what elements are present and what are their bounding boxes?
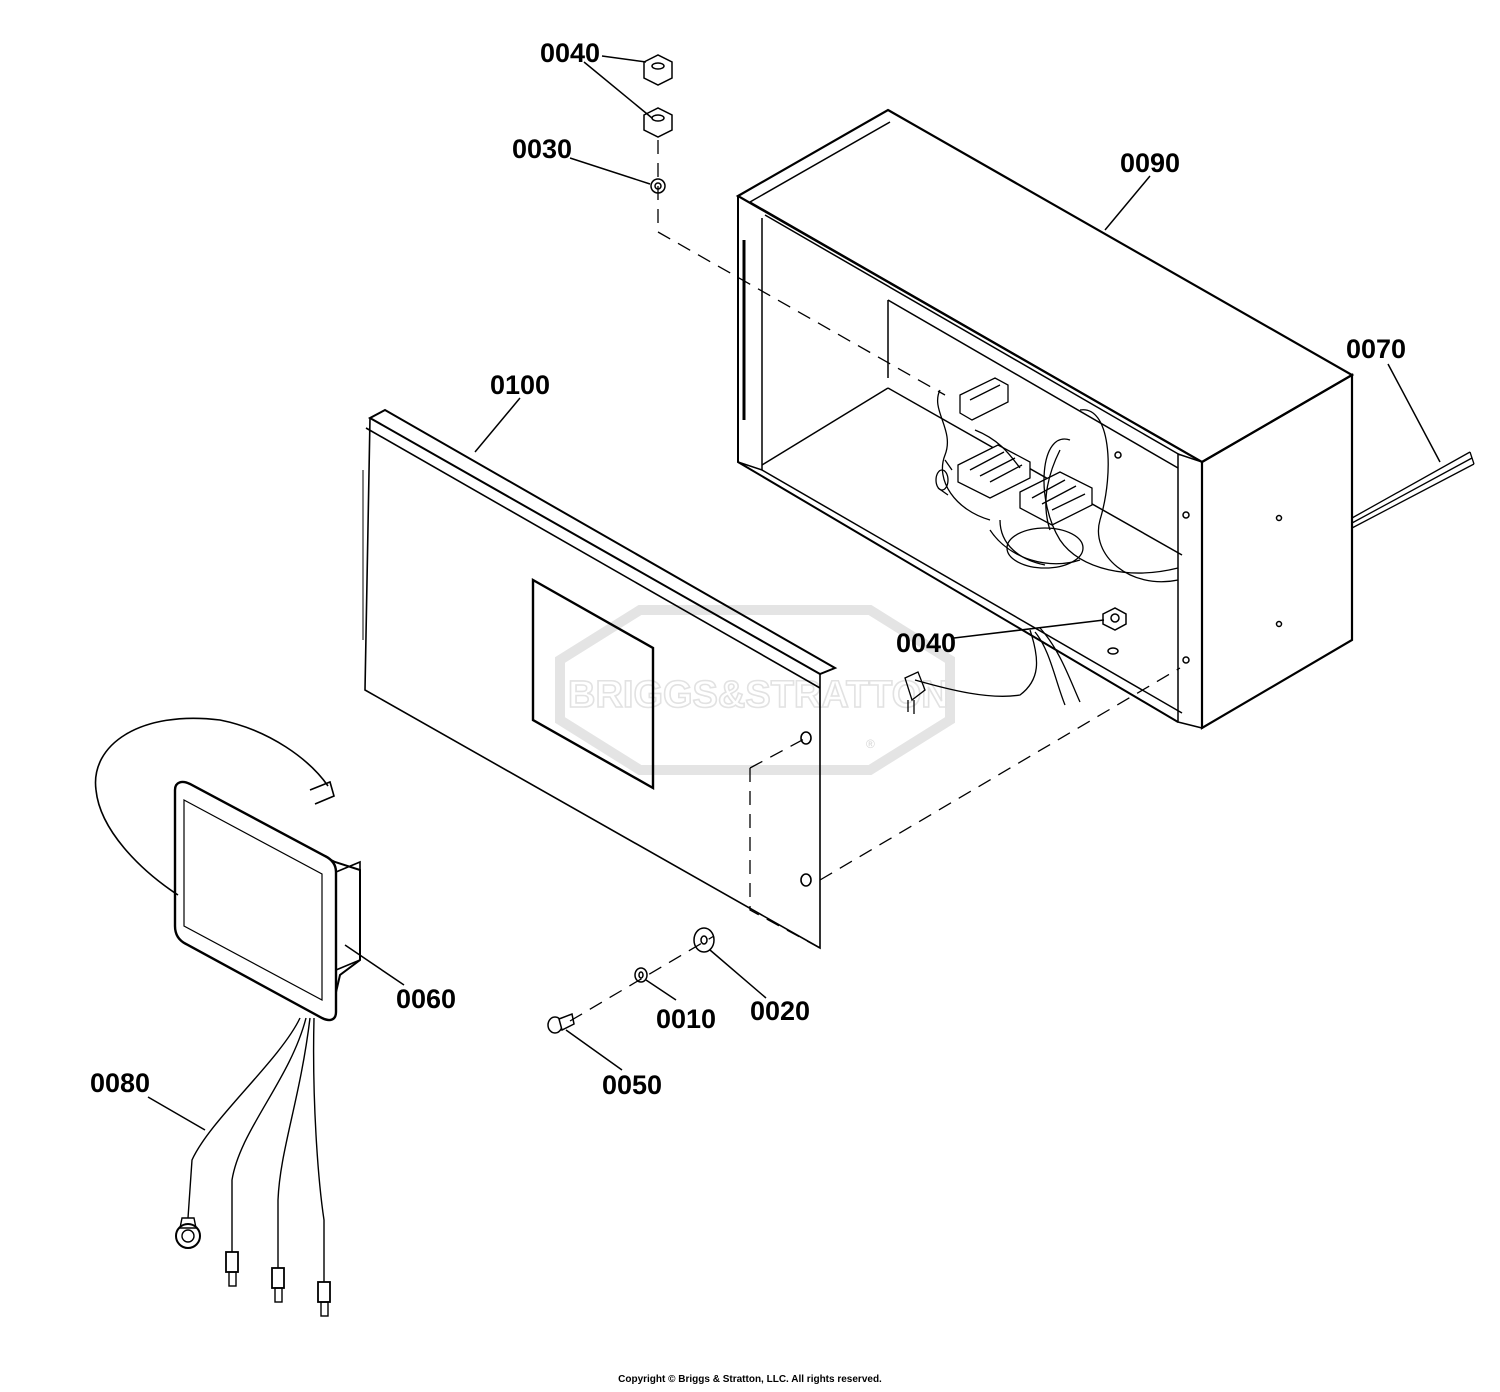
watermark-registered-mark: ® [866, 737, 875, 751]
leader-lines [147, 55, 1441, 1131]
terminal-blocks-wiring [904, 377, 1179, 714]
callout-0040-top: 0040 [540, 38, 600, 68]
callout-0050: 0050 [602, 1070, 662, 1100]
display-module [94, 717, 361, 1022]
enclosure-box [735, 108, 1355, 730]
copyright-notice: Copyright © Briggs & Stratton, LLC. All … [618, 1374, 882, 1385]
assembly-lines [569, 140, 1181, 1022]
wire-0070 [1351, 451, 1475, 529]
cover-panel [362, 408, 838, 950]
callout-0010: 0010 [656, 1004, 716, 1034]
hardware-parts [547, 54, 715, 1034]
callout-0070: 0070 [1346, 334, 1406, 364]
callout-0080: 0080 [90, 1068, 150, 1098]
briggs-stratton-watermark: BRIGGS&STRATTON ® [555, 605, 955, 775]
callout-0040-bottom: 0040 [896, 628, 956, 658]
callout-0020: 0020 [750, 996, 810, 1026]
callout-0060: 0060 [396, 984, 456, 1014]
callout-0030: 0030 [512, 134, 572, 164]
watermark-text: BRIGGS&STRATTON [568, 674, 949, 716]
leads-0080 [175, 1017, 331, 1317]
callout-0090: 0090 [1120, 148, 1180, 178]
callout-0100: 0100 [490, 370, 550, 400]
